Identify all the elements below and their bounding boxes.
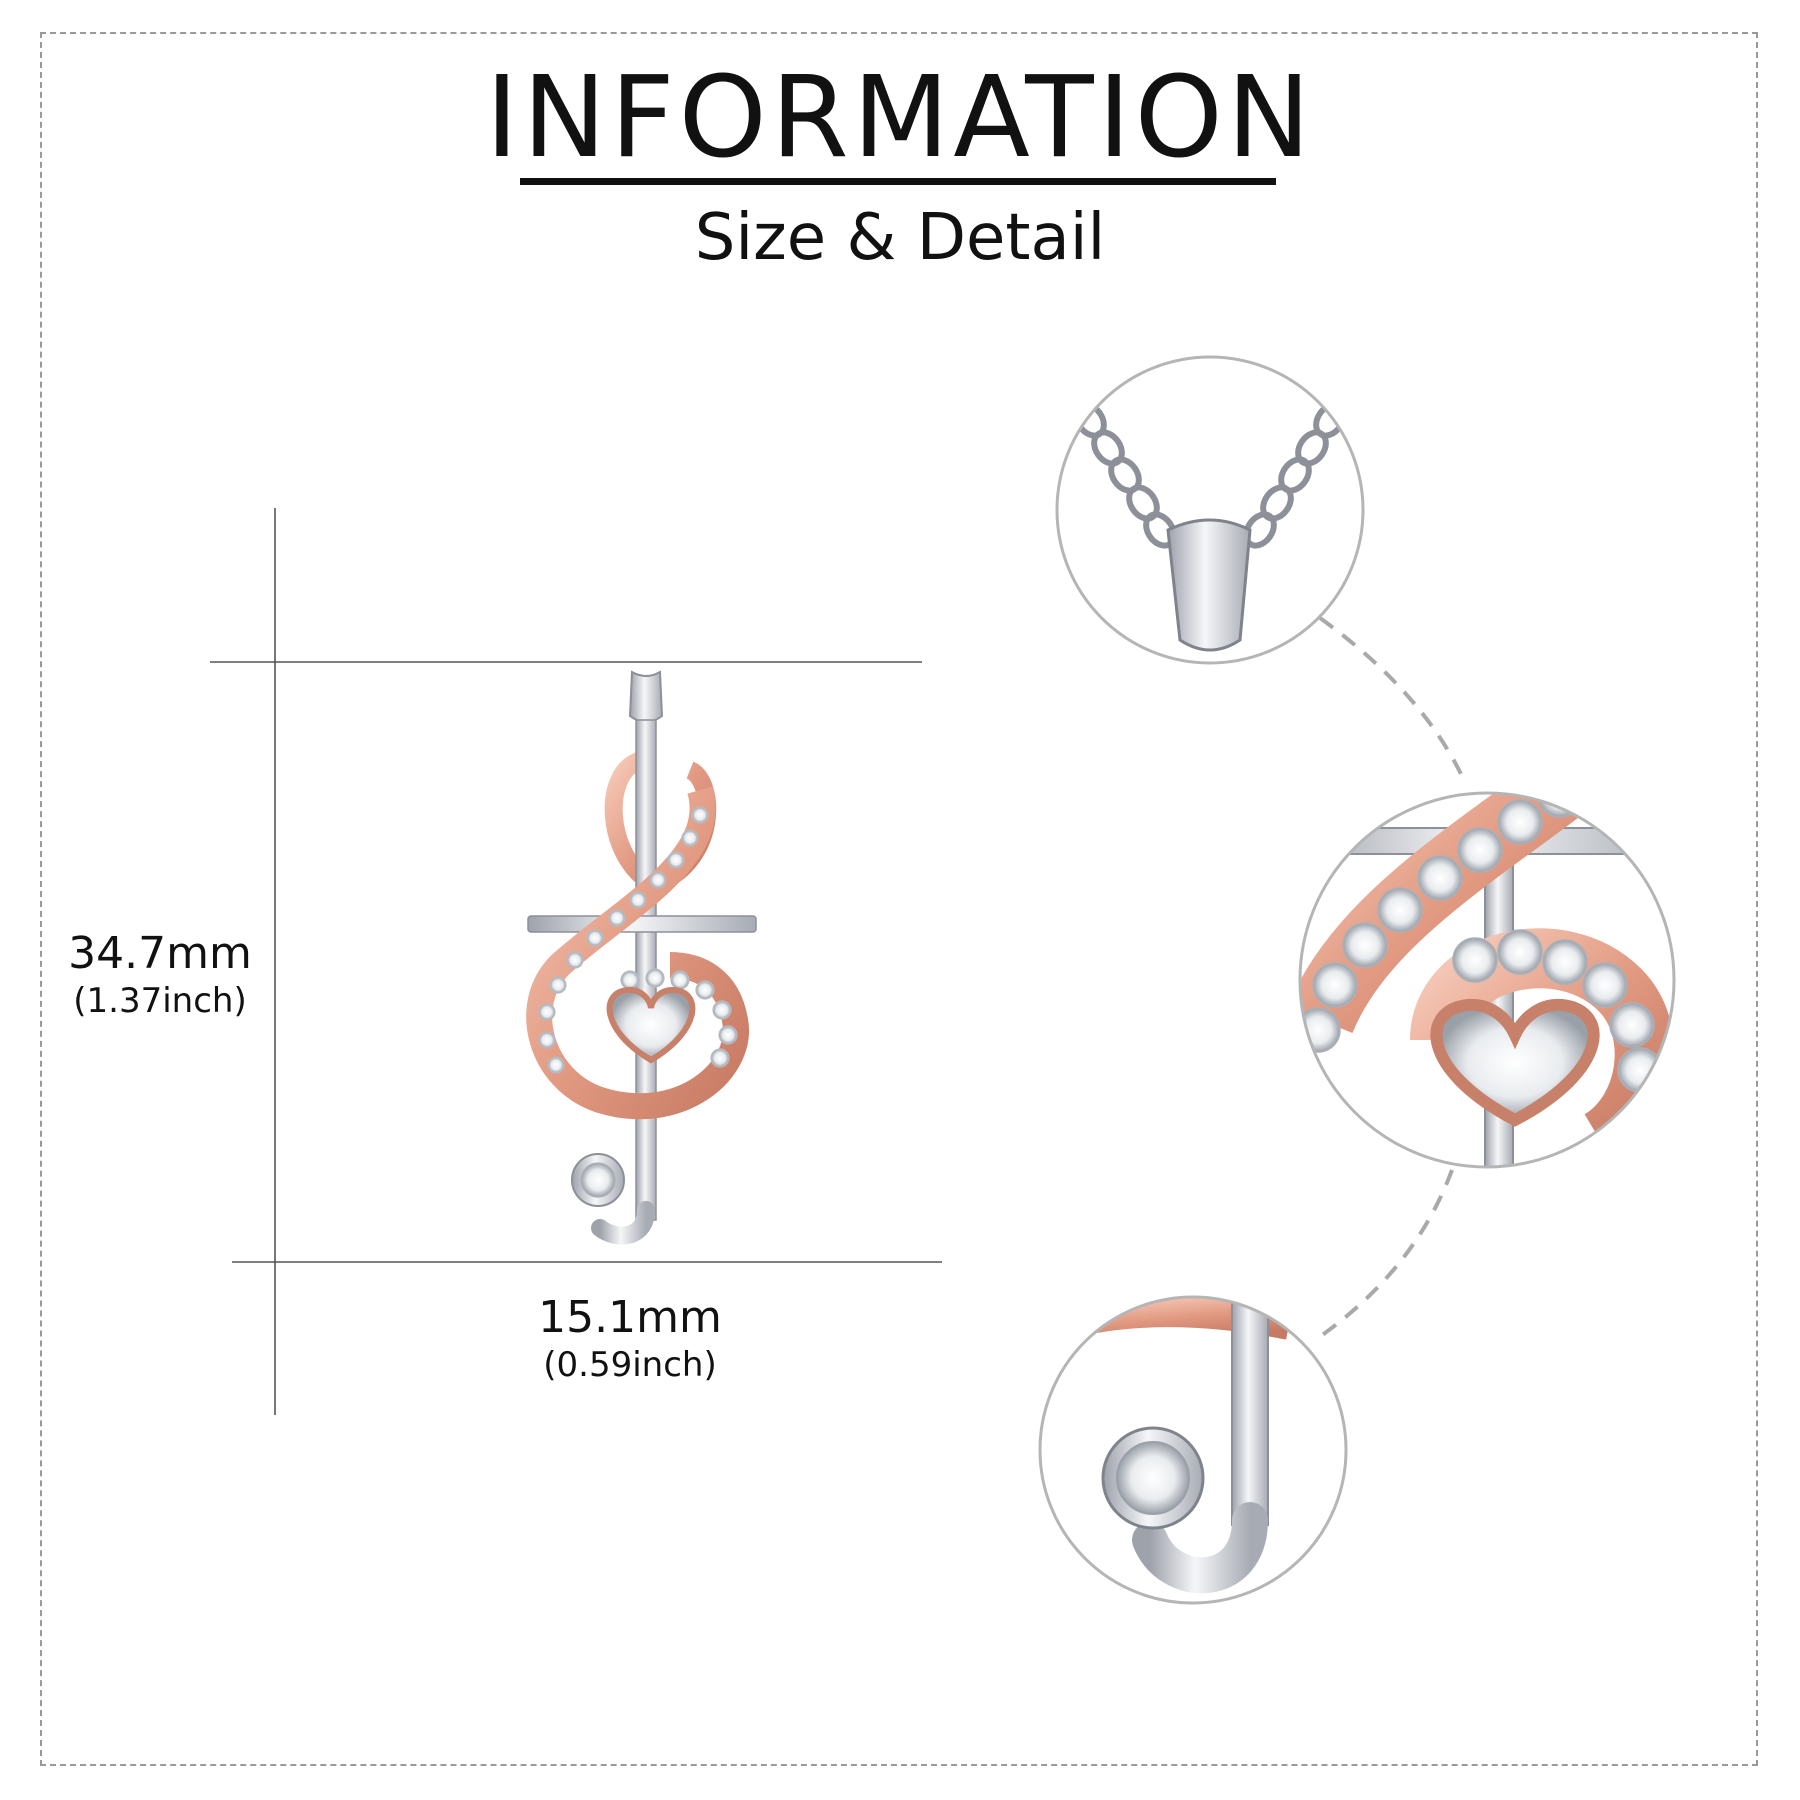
width-dimension-label: 15.1mm (0.59inch)	[530, 1292, 730, 1385]
chain-bail-detail	[1055, 355, 1365, 665]
height-inch: (1.37inch)	[73, 981, 247, 1021]
width-inch: (0.59inch)	[543, 1345, 717, 1385]
dashed-frame	[40, 32, 1758, 1766]
height-dimension-label: 34.7mm (1.37inch)	[60, 928, 260, 1021]
page-title: INFORMATION	[485, 53, 1315, 183]
bezel-crystal-detail	[1038, 1295, 1348, 1605]
height-mm: 34.7mm	[68, 928, 252, 979]
treble-clef-cross-pendant	[526, 670, 757, 1245]
title-underline	[520, 178, 1276, 185]
height-dimension-lines	[210, 508, 942, 1415]
detail-connectors	[1316, 616, 1464, 1340]
width-mm: 15.1mm	[538, 1292, 722, 1343]
page-subtitle: Size & Detail	[694, 201, 1106, 275]
crystal-heart-detail	[1298, 791, 1676, 1169]
